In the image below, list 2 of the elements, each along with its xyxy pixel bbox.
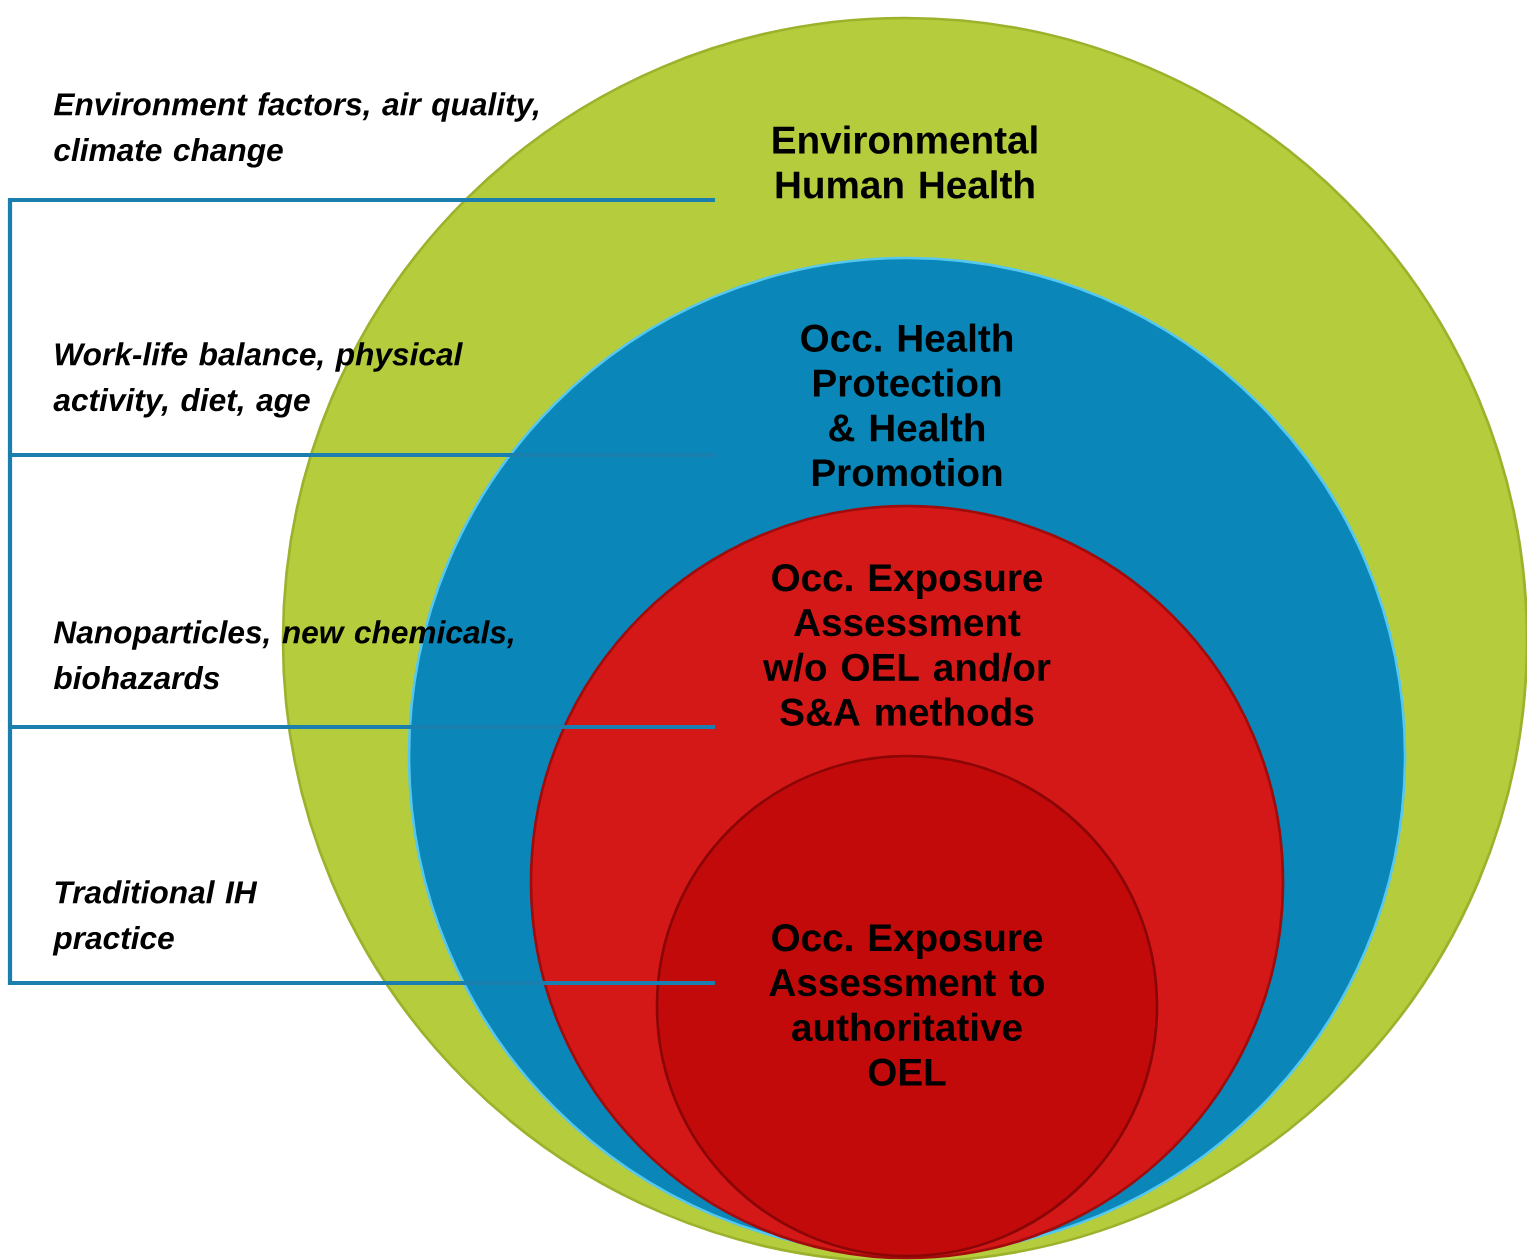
- note-text: Environment factors, air quality, climate change: [53, 92, 539, 168]
- note-text: Traditional IH practice: [52, 880, 258, 956]
